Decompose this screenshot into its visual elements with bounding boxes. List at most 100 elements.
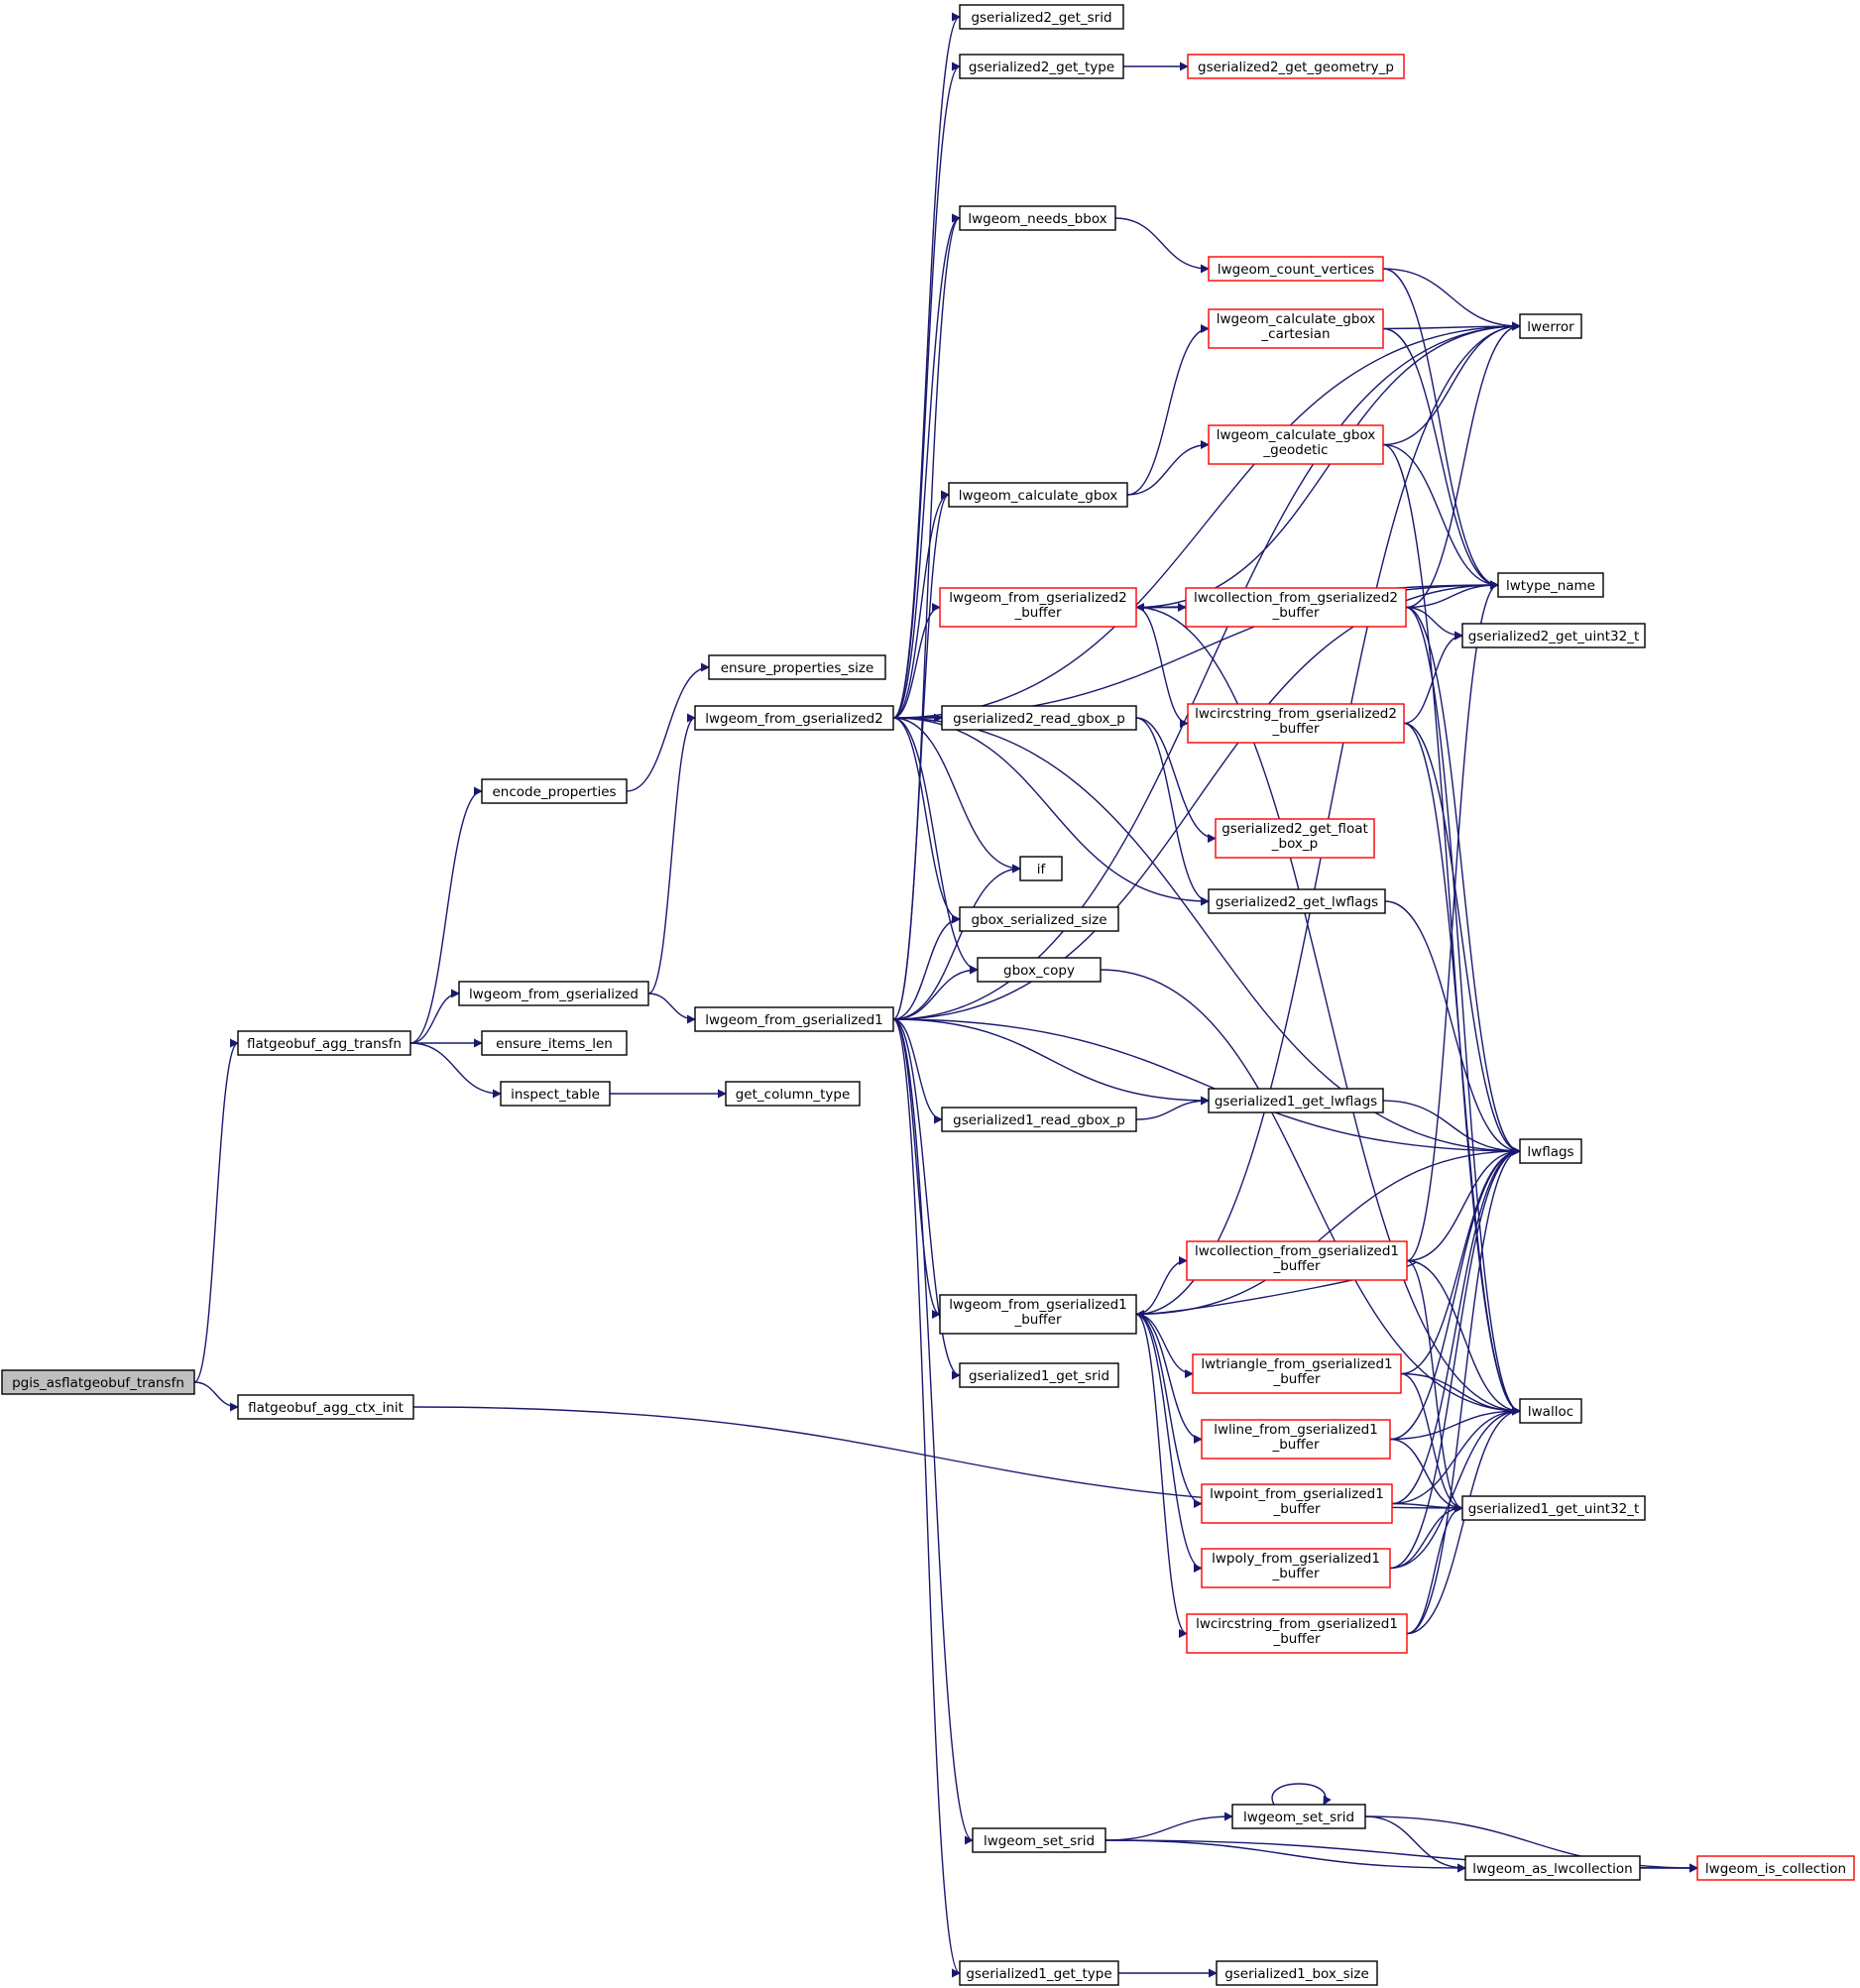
node-box[interactable]	[1208, 1088, 1384, 1113]
node-lwgeom-set-srid-b[interactable]: lwgeom_set_srid	[1231, 1804, 1366, 1829]
node-box[interactable]	[1216, 1960, 1378, 1986]
node-box[interactable]	[1187, 703, 1405, 744]
node-box[interactable]	[1208, 308, 1384, 349]
node-box[interactable]	[237, 1394, 414, 1420]
node-lwgeom-as-lwcollection[interactable]: lwgeom_as_lwcollection	[1464, 1855, 1641, 1881]
node-gserialized1-get-lwflags[interactable]: gserialized1_get_lwflags	[1208, 1088, 1384, 1113]
node-box[interactable]	[1497, 572, 1604, 598]
node-gserialized1-read-gbox-p[interactable]: gserialized1_read_gbox_p	[941, 1107, 1137, 1132]
node-box[interactable]	[481, 1030, 628, 1056]
node-inspect-table[interactable]: inspect_table	[500, 1081, 611, 1107]
node-gserialized1-box-size[interactable]: gserialized1_box_size	[1216, 1960, 1378, 1986]
node-lwgeom-is-collection[interactable]: lwgeom_is_collection	[1696, 1855, 1855, 1881]
node-box[interactable]	[1519, 1398, 1582, 1424]
node-flatgeobuf-agg-transfn[interactable]: flatgeobuf_agg_transfn	[237, 1030, 411, 1056]
node-gserialized1-get-uint32-t[interactable]: gserialized1_get_uint32_t	[1461, 1495, 1646, 1521]
node-box[interactable]	[1519, 313, 1582, 339]
node-gbox-copy[interactable]: gbox_copy	[977, 957, 1102, 983]
node-box[interactable]	[1187, 54, 1405, 79]
node-box[interactable]	[694, 705, 894, 731]
node-lwline-from-gserialized1-buffer[interactable]: lwline_from_gserialized1_buffer	[1201, 1419, 1391, 1460]
node-lwcircstring-from-gserialized1-buffer[interactable]: lwcircstring_from_gserialized1_buffer	[1186, 1613, 1408, 1654]
node-box[interactable]	[939, 1294, 1137, 1335]
node-box[interactable]	[1461, 1495, 1646, 1521]
node-box[interactable]	[959, 1362, 1119, 1388]
node-lwgeom-from-gserialized2-buffer[interactable]: lwgeom_from_gserialized2_buffer	[939, 587, 1137, 628]
node-box[interactable]	[1186, 1613, 1408, 1654]
node-box[interactable]	[1696, 1855, 1855, 1881]
node-box[interactable]	[948, 482, 1128, 508]
node-lwtype-name[interactable]: lwtype_name	[1497, 572, 1604, 598]
node-lwpoint-from-gserialized1-buffer[interactable]: lwpoint_from_gserialized1_buffer	[1201, 1483, 1393, 1524]
node-lwflags[interactable]: lwflags	[1519, 1138, 1582, 1164]
node-box[interactable]	[1519, 1138, 1582, 1164]
node-flatgeobuf-agg-ctx-init[interactable]: flatgeobuf_agg_ctx_init	[237, 1394, 414, 1420]
node-if[interactable]: if	[1019, 856, 1063, 881]
node-box[interactable]	[1464, 1855, 1641, 1881]
node-lwgeom-needs-bbox[interactable]: lwgeom_needs_bbox	[959, 205, 1116, 231]
node-lwpoly-from-gserialized1-buffer[interactable]: lwpoly_from_gserialized1_buffer	[1201, 1548, 1391, 1588]
node-pgis-asflatgeobuf-transfn[interactable]: pgis_asflatgeobuf_transfn	[1, 1369, 195, 1395]
node-lwgeom-from-gserialized1[interactable]: lwgeom_from_gserialized1	[694, 1006, 894, 1032]
node-box[interactable]	[1201, 1483, 1393, 1524]
node-lwcollection-from-gserialized1-buffer[interactable]: lwcollection_from_gserialized1_buffer	[1186, 1240, 1408, 1281]
node-gserialized1-get-type[interactable]: gserialized1_get_type	[959, 1960, 1119, 1986]
node-gserialized2-get-type[interactable]: gserialized2_get_type	[959, 54, 1124, 79]
node-ensure-properties-size[interactable]: ensure_properties_size	[708, 654, 886, 680]
node-lwgeom-from-gserialized2[interactable]: lwgeom_from_gserialized2	[694, 705, 894, 731]
node-box[interactable]	[959, 205, 1116, 231]
node-box[interactable]	[1208, 888, 1386, 914]
node-lwgeom-calculate-gbox-geodetic[interactable]: lwgeom_calculate_gbox_geodetic	[1208, 424, 1384, 465]
node-box[interactable]	[237, 1030, 411, 1056]
node-box[interactable]	[941, 1107, 1137, 1132]
node-box[interactable]	[725, 1081, 861, 1107]
node-encode-properties[interactable]: encode_properties	[481, 778, 628, 804]
node-gbox-serialized-size[interactable]: gbox_serialized_size	[959, 906, 1119, 932]
node-box[interactable]	[1208, 256, 1384, 282]
node-gserialized2-get-lwflags[interactable]: gserialized2_get_lwflags	[1208, 888, 1386, 914]
node-lwerror[interactable]: lwerror	[1519, 313, 1582, 339]
node-gserialized2-get-srid[interactable]: gserialized2_get_srid	[959, 4, 1124, 30]
node-box[interactable]	[1186, 1240, 1408, 1281]
node-box[interactable]	[941, 705, 1137, 731]
node-lwgeom-calculate-gbox[interactable]: lwgeom_calculate_gbox	[948, 482, 1128, 508]
node-gserialized2-get-float-box-p[interactable]: gserialized2_get_float_box_p	[1215, 818, 1375, 859]
node-box[interactable]	[1, 1369, 195, 1395]
node-box[interactable]	[500, 1081, 611, 1107]
node-box[interactable]	[959, 906, 1119, 932]
node-lwtriangle-from-gserialized1-buffer[interactable]: lwtriangle_from_gserialized1_buffer	[1192, 1353, 1402, 1394]
node-box[interactable]	[708, 654, 886, 680]
node-box[interactable]	[1215, 818, 1375, 859]
node-get-column-type[interactable]: get_column_type	[725, 1081, 861, 1107]
node-ensure-items-len[interactable]: ensure_items_len	[481, 1030, 628, 1056]
node-box[interactable]	[458, 981, 649, 1006]
node-box[interactable]	[1208, 424, 1384, 465]
node-box[interactable]	[694, 1006, 894, 1032]
node-box[interactable]	[977, 957, 1102, 983]
node-box[interactable]	[959, 1960, 1119, 1986]
node-lwgeom-from-gserialized1-buffer[interactable]: lwgeom_from_gserialized1_buffer	[939, 1294, 1137, 1335]
node-lwalloc[interactable]: lwalloc	[1519, 1398, 1582, 1424]
node-box[interactable]	[1231, 1804, 1366, 1829]
node-box[interactable]	[1201, 1548, 1391, 1588]
node-lwgeom-count-vertices[interactable]: lwgeom_count_vertices	[1208, 256, 1384, 282]
node-box[interactable]	[939, 587, 1137, 628]
node-gserialized2-get-geometry-p[interactable]: gserialized2_get_geometry_p	[1187, 54, 1405, 79]
node-box[interactable]	[959, 54, 1124, 79]
node-lwgeom-set-srid-a[interactable]: lwgeom_set_srid	[972, 1827, 1106, 1853]
node-box[interactable]	[1461, 623, 1646, 648]
node-box[interactable]	[481, 778, 628, 804]
node-lwgeom-calculate-gbox-cartesian[interactable]: lwgeom_calculate_gbox_cartesian	[1208, 308, 1384, 349]
node-box[interactable]	[972, 1827, 1106, 1853]
node-box[interactable]	[1019, 856, 1063, 881]
node-box[interactable]	[959, 4, 1124, 30]
node-box[interactable]	[1201, 1419, 1391, 1460]
node-gserialized1-get-srid[interactable]: gserialized1_get_srid	[959, 1362, 1119, 1388]
node-lwgeom-from-gserialized[interactable]: lwgeom_from_gserialized	[458, 981, 649, 1006]
node-box[interactable]	[1192, 1353, 1402, 1394]
node-lwcircstring-from-gserialized2-buffer[interactable]: lwcircstring_from_gserialized2_buffer	[1187, 703, 1405, 744]
node-box[interactable]	[1185, 587, 1407, 628]
node-gserialized2-get-uint32-t[interactable]: gserialized2_get_uint32_t	[1461, 623, 1646, 648]
node-lwcollection-from-gserialized2-buffer[interactable]: lwcollection_from_gserialized2_buffer	[1185, 587, 1407, 628]
node-gserialized2-read-gbox-p[interactable]: gserialized2_read_gbox_p	[941, 705, 1137, 731]
